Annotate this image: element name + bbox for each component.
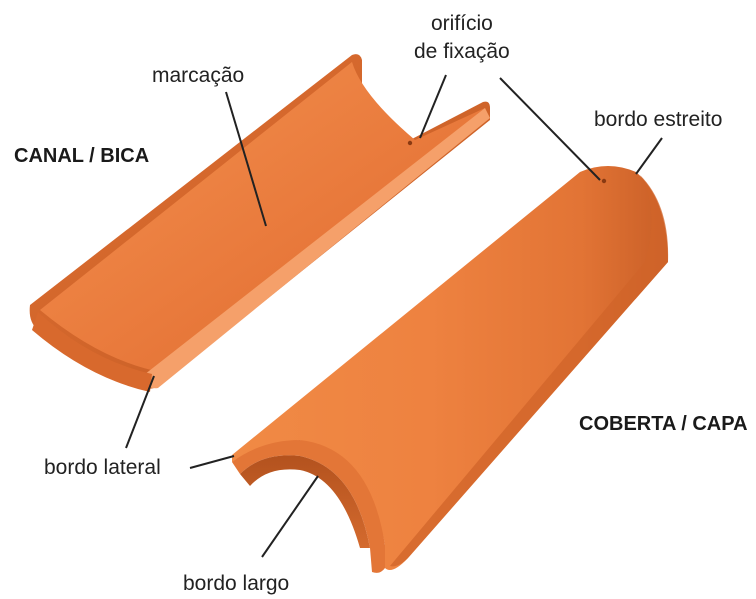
leader-bordo-lateral-capa [190,456,234,468]
canal-title: CANAL / BICA [14,145,149,167]
label-orificio-line1: orifício [431,12,493,35]
label-bordo-largo: bordo largo [183,572,289,595]
canal-fixing-hole [408,141,412,145]
capa-fixing-hole [602,179,606,183]
leader-bordo-largo [262,476,318,557]
leader-orificio-capa [500,78,600,180]
coberta-title: COBERTA / CAPA [579,413,748,435]
label-bordo-estreito: bordo estreito [594,108,722,131]
leader-bordo-estreito [636,138,662,174]
label-marcacao: marcação [152,64,244,87]
label-orificio-line2: de fixação [414,40,510,63]
label-bordo-lateral: bordo lateral [44,456,161,479]
